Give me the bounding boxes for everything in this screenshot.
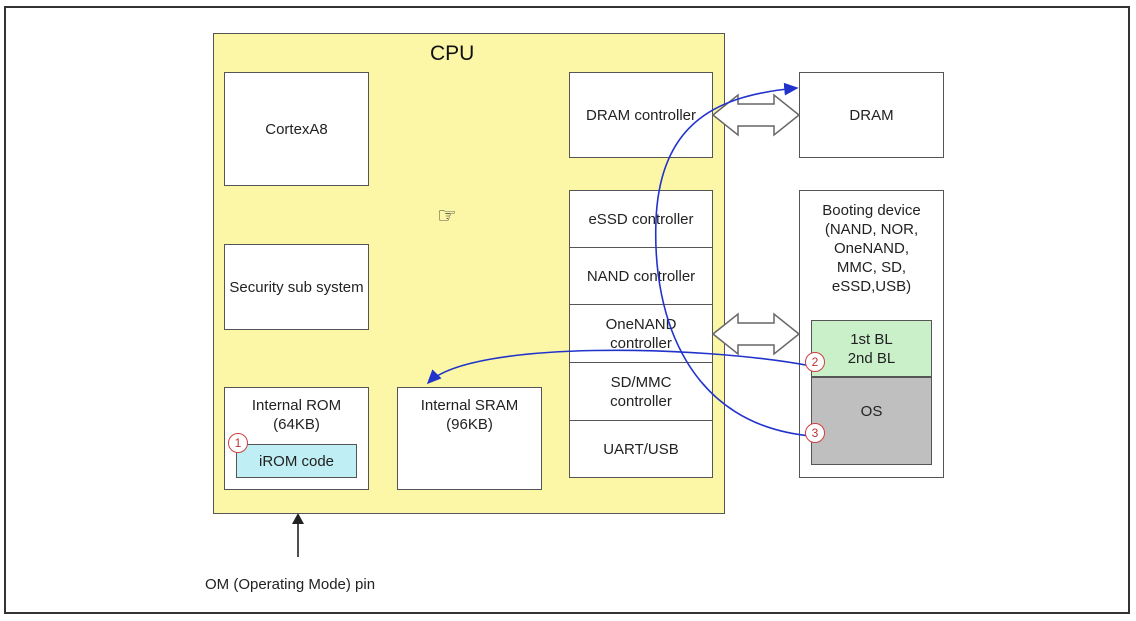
step-2-badge: 2 <box>805 352 825 372</box>
controller-uart-usb: UART/USB <box>570 421 712 477</box>
booting-device-label: Booting device (NAND, NOR, OneNAND, MMC,… <box>822 202 921 295</box>
internal-sram-block: Internal SRAM (96KB) <box>397 387 542 490</box>
controller-sdmmc: SD/MMC controller <box>570 363 712 421</box>
controller-onenand: OneNAND controller <box>570 305 712 363</box>
controller-onenand-label: OneNAND controller <box>605 315 677 352</box>
bootloader-label: 1st BL 2nd BL <box>847 330 896 367</box>
controller-uart-usb-label: UART/USB <box>603 440 679 458</box>
controller-sdmmc-label: SD/MMC controller <box>610 373 672 410</box>
controller-stack: eSSD controller NAND controller OneNAND … <box>569 190 713 478</box>
step-3-badge: 3 <box>805 423 825 443</box>
bootloader-block: 1st BL 2nd BL <box>811 320 932 377</box>
security-subsystem-block: Security sub system <box>224 244 369 330</box>
controller-essd-label: eSSD controller <box>588 210 694 228</box>
irom-code-block: iROM code <box>236 444 357 478</box>
cortex-a8-block: CortexA8 <box>224 72 369 186</box>
security-subsystem-label: Security sub system <box>229 278 364 296</box>
hand-cursor-icon: ☞ <box>437 203 457 228</box>
internal-sram-label: Internal SRAM (96KB) <box>420 397 519 433</box>
irom-code-label: iROM code <box>258 452 335 470</box>
boot-bus-arrow <box>711 312 801 356</box>
dram-label: DRAM <box>849 106 894 124</box>
step-1-badge: 1 <box>228 433 248 453</box>
bl-to-sram-arrow <box>426 349 812 385</box>
controller-nand: NAND controller <box>570 248 712 305</box>
dram-controller-label: DRAM controller <box>585 106 697 124</box>
os-block: OS <box>811 377 932 465</box>
os-to-dram-arrow <box>654 82 812 437</box>
controller-nand-label: NAND controller <box>586 267 696 285</box>
cortex-a8-label: CortexA8 <box>265 120 328 138</box>
dram-block: DRAM <box>799 72 944 158</box>
cpu-title: CPU <box>430 42 475 65</box>
om-pin-label: OM (Operating Mode) pin <box>205 576 376 593</box>
dram-bus-arrow <box>711 93 801 137</box>
om-pin-arrowhead <box>292 513 304 524</box>
os-label: OS <box>860 402 883 420</box>
internal-rom-label: Internal ROM (64KB) <box>251 397 342 433</box>
controller-essd: eSSD controller <box>570 191 712 248</box>
